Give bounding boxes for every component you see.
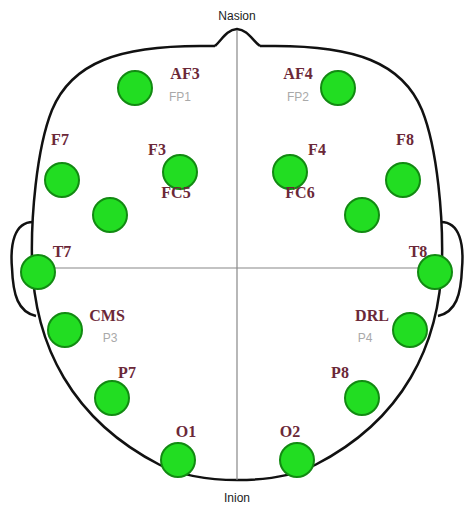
- electrode-node: CMSP3: [47, 312, 83, 348]
- electrode-label: F3: [148, 142, 166, 158]
- electrode-label: P7: [118, 365, 136, 381]
- electrode-node: P8: [344, 380, 380, 416]
- coronal-line: [33, 267, 441, 268]
- electrode-node: DRLP4: [392, 312, 428, 348]
- electrode-node: F8: [385, 162, 421, 198]
- electrode-label: O1: [176, 424, 196, 440]
- electrode-node: AF3FP1: [117, 70, 153, 106]
- electrode-label: FC5: [161, 185, 190, 201]
- electrode-node: T7: [20, 254, 56, 290]
- electrode-node: O1: [160, 442, 196, 478]
- alt-electrode-label: FP2: [287, 91, 309, 103]
- electrode-node: AF4FP2: [320, 70, 356, 106]
- alt-electrode-label: P4: [358, 332, 373, 344]
- electrode-label: F7: [51, 132, 69, 148]
- landmark-label: Nasion: [218, 10, 255, 22]
- electrode-node: FC6: [344, 197, 380, 233]
- electrode-label: AF3: [170, 66, 199, 82]
- electrode-label: DRL: [355, 308, 389, 324]
- alt-electrode-label: P3: [103, 332, 118, 344]
- electrode-node: T8: [417, 254, 453, 290]
- electrode-label: F8: [396, 132, 414, 148]
- electrode-label: T8: [409, 244, 428, 260]
- electrode-label: T7: [53, 244, 72, 260]
- electrode-label: AF4: [283, 66, 312, 82]
- electrode-label: F4: [308, 142, 326, 158]
- alt-electrode-label: FP1: [169, 91, 191, 103]
- electrode-label: FC6: [285, 185, 314, 201]
- electrode-label: CMS: [89, 308, 125, 324]
- electrode-node: FC5: [92, 197, 128, 233]
- landmark-label: Inion: [224, 492, 250, 504]
- electrode-label: P8: [331, 365, 349, 381]
- electrode-label: O2: [280, 424, 300, 440]
- electrode-node: P7: [94, 380, 130, 416]
- electrode-node: F7: [44, 162, 80, 198]
- electrode-node: O2: [279, 442, 315, 478]
- midline: [236, 30, 237, 480]
